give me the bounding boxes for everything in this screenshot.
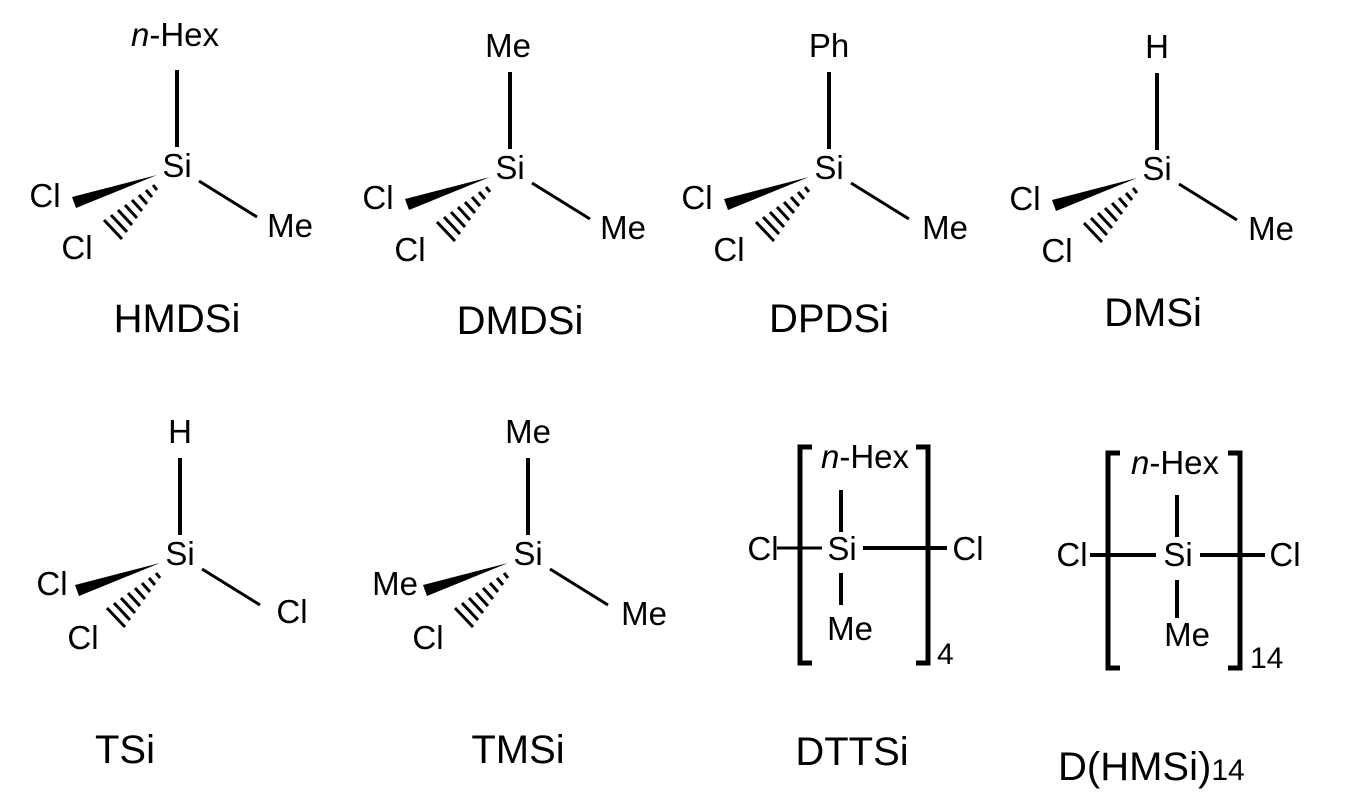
top-substituent: H [168,413,192,450]
left-end-group: Cl [747,530,778,567]
left-end-group: Cl [1056,536,1087,573]
hmdsi-top-substituent: n-Hex [130,16,220,53]
molecule-hmdsi: Si Cl Cl Me HMDSi [29,68,313,341]
silicon-atom: Si [495,149,524,186]
right-substituent: Me [621,595,667,632]
compound-name: TMSi [471,728,564,772]
compound-name: DMDSi [457,299,584,343]
silicon-atom: Si [513,535,542,572]
right-end-group: Cl [952,530,983,567]
wedge-substituent: Cl [1009,180,1040,217]
polymer-dhmsi14: n-Hex Si Cl Cl Me 14 D(HMSi)14 [1056,444,1300,789]
silicon-atom: Si [1163,536,1192,573]
silicon-atom: Si [1142,150,1171,187]
wedge-substituent: Me [372,565,418,602]
repeat-count: 4 [937,638,954,671]
silicon-atom: Si [814,149,843,186]
compound-name: HMDSi [114,297,241,341]
hash-substituent: Cl [1041,232,1072,269]
top-substituent: n-Hex [1131,444,1220,481]
silicon-atom: Si [162,147,191,184]
wedge-substituent: Cl [681,179,712,216]
compound-name: DMSi [1104,291,1202,335]
right-substituent: Me [600,209,646,246]
compound-name: TSi [95,728,155,772]
hash-substituent: Cl [394,231,425,268]
top-substituent: H [1145,28,1169,65]
molecule-dmdsi: Me Si Cl Cl Me DMDSi [362,27,646,343]
right-substituent: Me [267,207,313,244]
right-bracket [1228,450,1243,671]
wedge-substituent: Cl [362,179,393,216]
top-substituent: Me [505,413,551,450]
molecule-tsi: H Si Cl Cl Cl TSi [36,413,307,772]
right-bracket [916,444,931,666]
silicon-atom: Si [827,530,856,567]
molecule-dpdsi: Ph Si Cl Cl Me DPDSi [681,27,968,341]
compound-name: D(HMSi)14 [1058,745,1245,789]
right-substituent: Cl [276,593,307,630]
hash-substituent: Cl [61,229,92,266]
molecule-dmsi: H Si Cl Cl Me DMSi [1009,28,1294,335]
bottom-substituent: Me [1164,616,1210,653]
bottom-substituent: Me [827,610,873,647]
wedge-substituent: Cl [36,565,67,602]
right-end-group: Cl [1269,536,1300,573]
top-substituent: Ph [809,27,849,64]
wedge-substituent: Cl [29,177,60,214]
silicon-atom: Si [165,535,194,572]
molecule-tmsi: Me Si Me Cl Me TMSi [372,413,667,772]
hash-substituent: Cl [67,619,98,656]
compound-name: DPDSi [769,297,889,341]
compound-name: DTTSi [795,730,908,774]
hash-substituent: Cl [713,231,744,268]
top-substituent: Me [485,27,531,64]
left-bracket [1105,450,1120,671]
hash-substituent: Cl [412,619,443,656]
right-substituent: Me [922,209,968,246]
top-substituent: n-Hex [821,438,910,475]
polymer-dttsi: n-Hex Si Cl Cl Me 4 DTTSi [747,438,983,774]
repeat-count: 14 [1250,642,1283,675]
left-bracket [797,444,812,666]
right-substituent: Me [1248,210,1294,247]
